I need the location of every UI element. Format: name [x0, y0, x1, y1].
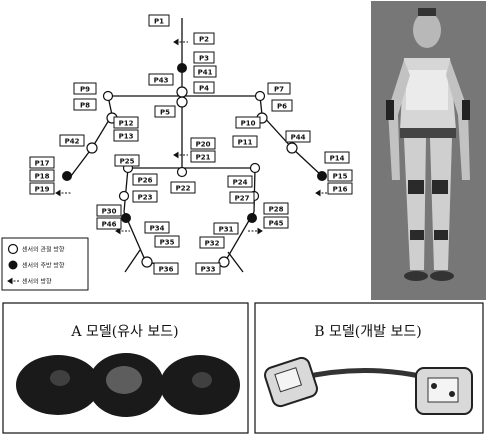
svg-text:P8: P8 — [80, 102, 90, 110]
svg-text:P22: P22 — [176, 185, 191, 193]
svg-text:P27: P27 — [235, 195, 250, 203]
svg-text:P10: P10 — [241, 120, 256, 128]
label-p30: P30 — [97, 205, 121, 216]
label-p21: P21 — [191, 151, 215, 162]
svg-text:P31: P31 — [219, 226, 234, 234]
label-p16: P16 — [328, 183, 352, 194]
legend: 센서의 관절 방향 센서의 주방 방향 센서의 방향 — [2, 238, 88, 290]
panel-b: B 모델(개발 보드) — [255, 303, 483, 433]
label-p26: P26 — [133, 174, 157, 185]
label-p42: P42 — [60, 135, 84, 146]
svg-text:P17: P17 — [35, 160, 50, 168]
label-p25: P25 — [115, 155, 139, 166]
panel-a-title: A 모델(유사 보드) — [70, 324, 178, 340]
label-p10: P10 — [236, 117, 260, 128]
svg-text:P44: P44 — [291, 134, 306, 142]
label-p15: P15 — [328, 170, 352, 181]
label-p43: P43 — [149, 74, 173, 85]
label-p11: P11 — [233, 136, 257, 147]
svg-text:P1: P1 — [154, 18, 164, 26]
svg-text:P13: P13 — [119, 133, 134, 141]
suit-photo — [371, 1, 486, 300]
label-p31: P31 — [214, 223, 238, 234]
label-p12: P12 — [114, 117, 138, 128]
svg-text:P35: P35 — [160, 239, 175, 247]
svg-text:P20: P20 — [196, 141, 211, 149]
label-p35: P35 — [155, 236, 179, 247]
label-p36: P36 — [154, 263, 178, 274]
svg-text:P18: P18 — [35, 173, 50, 181]
svg-text:P36: P36 — [159, 266, 174, 274]
svg-text:P12: P12 — [119, 120, 134, 128]
label-p22: P22 — [171, 182, 195, 193]
label-p24: P24 — [228, 176, 252, 187]
label-p27: P27 — [230, 192, 254, 203]
label-p17: P17 — [30, 157, 54, 168]
svg-text:P2: P2 — [199, 36, 209, 44]
svg-text:P14: P14 — [330, 155, 345, 163]
label-p4: P4 — [194, 82, 214, 93]
svg-text:P46: P46 — [102, 221, 117, 229]
svg-text:P32: P32 — [205, 240, 220, 248]
sensor-labels: P1 P2 P3 P41 P43 P4 P5 P9 P8 P7 P6 P12 P… — [30, 15, 352, 274]
legend-item-main: 센서의 주방 방향 — [22, 262, 65, 270]
svg-text:P41: P41 — [198, 69, 213, 77]
svg-text:P24: P24 — [233, 179, 248, 187]
svg-text:P3: P3 — [199, 55, 209, 63]
svg-text:P16: P16 — [333, 186, 348, 194]
label-p23: P23 — [133, 191, 157, 202]
svg-text:P45: P45 — [269, 220, 284, 228]
svg-text:P23: P23 — [138, 194, 153, 202]
label-p44: P44 — [286, 131, 310, 142]
svg-text:P28: P28 — [269, 206, 284, 214]
label-p3: P3 — [194, 52, 214, 63]
svg-text:P43: P43 — [154, 77, 169, 85]
label-p7: P7 — [268, 83, 290, 94]
label-p1: P1 — [149, 15, 169, 26]
svg-text:P26: P26 — [138, 177, 153, 185]
label-p41: P41 — [194, 66, 216, 77]
svg-text:P42: P42 — [65, 138, 80, 146]
svg-text:P19: P19 — [35, 186, 50, 194]
label-p33: P33 — [196, 263, 220, 274]
label-p34: P34 — [145, 222, 169, 233]
svg-text:P21: P21 — [196, 154, 211, 162]
label-p28: P28 — [264, 203, 288, 214]
svg-text:P5: P5 — [160, 109, 170, 117]
label-p19: P19 — [30, 183, 54, 194]
label-p6: P6 — [272, 100, 292, 111]
svg-text:P30: P30 — [102, 208, 117, 216]
svg-text:P34: P34 — [150, 225, 165, 233]
label-p13: P13 — [114, 130, 138, 141]
svg-text:P33: P33 — [201, 266, 216, 274]
svg-text:P9: P9 — [80, 86, 90, 94]
label-p46: P46 — [97, 218, 121, 229]
label-p45: P45 — [264, 217, 288, 228]
label-p5: P5 — [155, 106, 175, 117]
legend-open-circle-icon — [9, 245, 18, 254]
svg-text:P4: P4 — [199, 85, 209, 93]
label-p18: P18 — [30, 170, 54, 181]
label-p2: P2 — [194, 33, 214, 44]
open-sensor-markers — [87, 87, 297, 267]
legend-filled-circle-icon — [9, 261, 18, 270]
label-p8: P8 — [74, 99, 96, 110]
label-p9: P9 — [74, 83, 96, 94]
svg-text:P11: P11 — [238, 139, 253, 147]
label-p32: P32 — [200, 237, 224, 248]
panel-a: A 모델(유사 보드) — [3, 303, 248, 433]
svg-text:P7: P7 — [274, 86, 284, 94]
similar-board-shape — [16, 353, 240, 417]
svg-text:P25: P25 — [120, 158, 135, 166]
label-p14: P14 — [325, 152, 349, 163]
panel-b-title: B 모델(개발 보드) — [314, 324, 421, 340]
svg-text:P6: P6 — [277, 103, 287, 111]
legend-item-joint: 센서의 관절 방향 — [22, 246, 65, 254]
svg-text:P15: P15 — [333, 173, 348, 181]
label-p20: P20 — [191, 138, 215, 149]
legend-item-direction: 센서의 방향 — [22, 278, 52, 286]
